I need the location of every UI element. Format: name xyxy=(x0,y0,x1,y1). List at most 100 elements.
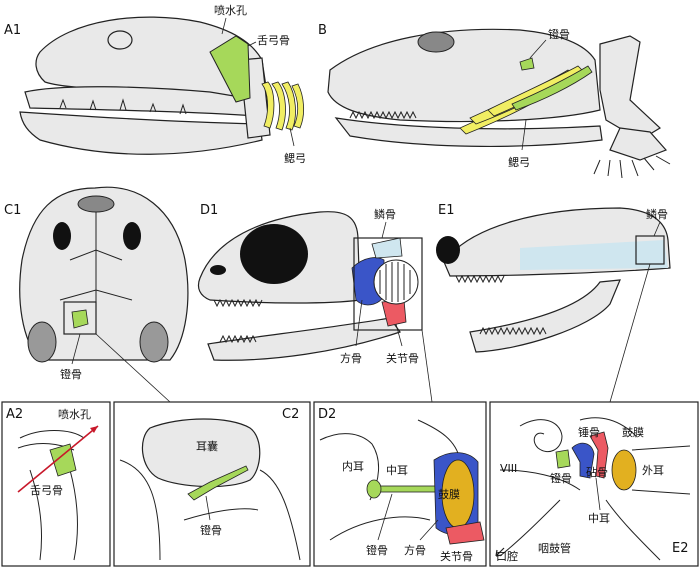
a1-gill-arch-4 xyxy=(291,83,304,129)
panel-b: B 镫骨 鳃弓 xyxy=(318,23,671,179)
panel-e2-id: E2 xyxy=(672,541,689,556)
d2-quadrate-label: 方骨 xyxy=(404,543,426,557)
a1-gill-arch-3 xyxy=(281,81,296,131)
e2-oral-cavity-label: 口腔 xyxy=(496,549,518,563)
a1-gill-leader xyxy=(289,127,295,147)
d1-quadrate-leader xyxy=(355,299,363,347)
a1-gill-arch-1 xyxy=(261,81,275,129)
e2-middle-ear-leader xyxy=(595,477,601,511)
c1-to-c2-connector xyxy=(95,333,171,403)
a2-skull-outline xyxy=(17,430,85,561)
b-gill-leader xyxy=(521,119,527,151)
a2-hyomandibular-bone xyxy=(49,443,77,477)
e2-oral-arrow xyxy=(495,547,505,557)
c1-stapes-label: 镫骨 xyxy=(60,368,82,381)
e1-to-e2-connector xyxy=(609,263,651,403)
d1-lower-jaw xyxy=(207,317,401,361)
b-stapes-bone xyxy=(519,57,535,71)
d2-stapes-footplate xyxy=(366,479,382,499)
d2-inner-ear-label: 内耳 xyxy=(342,459,364,473)
d1-squamosal-bone xyxy=(371,237,403,259)
e2-malleus-label: 锤骨 xyxy=(578,425,600,439)
panel-d2: D2 内耳 中耳 鼓膜 镫骨 方骨 关节骨 xyxy=(313,401,487,567)
panel-c1: C1 镫骨 xyxy=(4,186,189,403)
e2-frame xyxy=(489,401,699,567)
b-stapes-label: 镫骨 xyxy=(548,28,570,41)
e2-stapes-bone xyxy=(555,449,571,469)
panel-b-id: B xyxy=(318,23,327,38)
c2-braincase xyxy=(119,459,301,561)
panel-a1-id: A1 xyxy=(4,23,21,38)
panel-e1: E1 鳞骨 xyxy=(436,203,671,403)
d2-stapes-label: 镫骨 xyxy=(366,544,388,557)
panel-c2-id: C2 xyxy=(282,407,299,422)
a1-hyomandibular-bone xyxy=(209,35,251,103)
a1-hyomandibular-label: 舌弓骨 xyxy=(257,34,290,47)
c1-left-choana xyxy=(53,222,71,250)
e2-cn8-label: VIII xyxy=(500,462,517,475)
d2-articular-bone xyxy=(445,521,485,545)
a1-eye xyxy=(107,30,133,50)
d1-nostril xyxy=(210,265,226,275)
b-digits xyxy=(593,155,671,179)
d2-tympanum-label: 鼓膜 xyxy=(438,487,460,501)
e2-tympanum-label: 鼓膜 xyxy=(622,425,644,439)
d1-squamosal-leader xyxy=(381,221,387,239)
c2-stapes-bone xyxy=(187,465,249,501)
b-stapes-leader xyxy=(529,39,547,59)
d2-stapes-leader xyxy=(377,493,393,541)
d1-tympanic-hatch xyxy=(379,262,411,302)
d2-frame xyxy=(313,401,487,567)
panel-a1: A1 喷水孔 舌弓骨 鳃弓 xyxy=(4,4,306,165)
d1-to-d2-connector xyxy=(421,329,433,403)
a1-lower-jaw xyxy=(19,111,263,155)
e2-malleus-bone xyxy=(589,431,609,479)
d2-articular-label: 关节骨 xyxy=(440,549,473,563)
c1-right-fossa xyxy=(139,321,169,363)
a1-gill-arch-2 xyxy=(271,81,286,131)
e1-lower-jaw xyxy=(469,279,621,353)
c1-snout-mark xyxy=(77,195,115,213)
d2-quadrate-leader xyxy=(419,519,439,541)
panel-c2: C2 耳囊 镫骨 xyxy=(113,401,311,567)
e1-squamosal-leader xyxy=(653,221,661,237)
c1-left-fossa xyxy=(27,321,57,363)
d1-squamosal-label: 鳞骨 xyxy=(374,207,396,221)
d1-zoom-box xyxy=(353,237,423,331)
panel-d1-id: D1 xyxy=(200,203,218,218)
e1-squamosal-label: 鳞骨 xyxy=(646,207,668,221)
d1-articular-label: 关节骨 xyxy=(386,351,419,365)
e2-incus-label: 砧骨 xyxy=(586,465,608,479)
e1-orbit xyxy=(436,236,460,264)
c1-palate-lines xyxy=(59,212,133,310)
d1-articular-leader xyxy=(395,323,403,347)
c1-stapes-leader xyxy=(71,333,81,365)
a1-gill-label: 鳃弓 xyxy=(284,151,306,165)
a2-water-path-arrow xyxy=(17,425,99,493)
d2-middle-ear-label: 中耳 xyxy=(386,464,408,477)
a1-hyomandibular-leader xyxy=(247,41,257,47)
e2-incus-bone xyxy=(571,442,595,479)
b-forelimb xyxy=(609,127,668,161)
panel-d2-id: D2 xyxy=(318,407,336,422)
c2-frame xyxy=(113,401,311,567)
panel-d1: D1 鳞骨 方骨 关节骨 xyxy=(197,203,433,403)
e2-tympanum xyxy=(611,449,637,491)
d1-tympanic-area xyxy=(373,259,419,305)
b-gill-label: 鳃弓 xyxy=(508,155,530,169)
a1-spiracle-label: 喷水孔 xyxy=(214,4,247,17)
d1-teeth xyxy=(213,298,263,344)
e2-bone-outline xyxy=(499,417,661,561)
c2-stapes-leader xyxy=(205,495,211,521)
c2-otic-capsule xyxy=(141,418,261,488)
c1-stapes-bone xyxy=(71,309,89,329)
a2-arrowhead xyxy=(90,426,98,433)
e2-eustachian-label: 咽鼓管 xyxy=(538,541,571,555)
b-eye xyxy=(417,31,455,53)
panel-e2: E2 VIII 锤骨 砧骨 镫骨 鼓膜 外耳 中耳 口腔 咽鼓管 xyxy=(489,401,699,567)
a2-spiracle-label: 喷水孔 xyxy=(58,408,91,421)
e2-outer-ear-label: 外耳 xyxy=(642,464,664,477)
c2-stapes-label: 镫骨 xyxy=(200,524,222,537)
